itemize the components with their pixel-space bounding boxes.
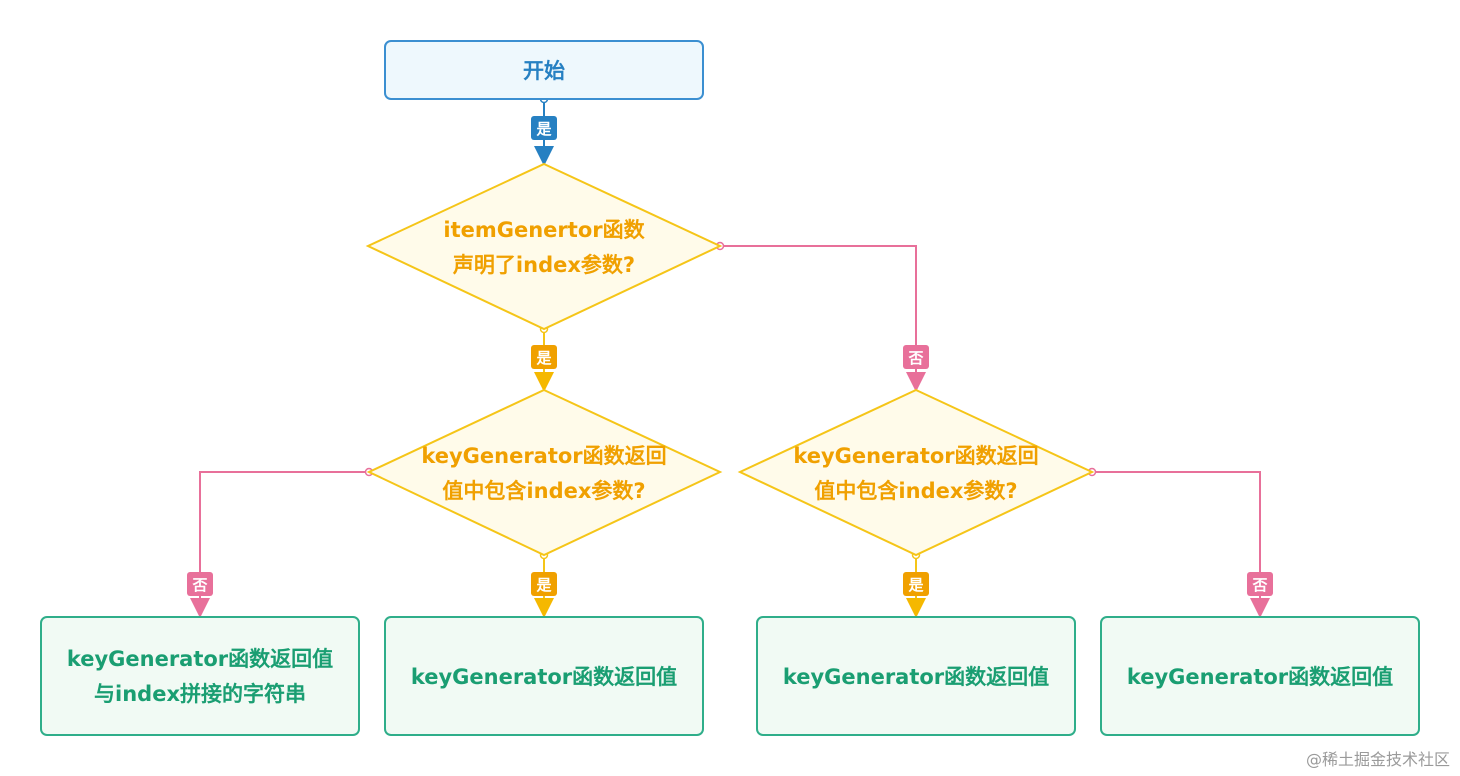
decision-node-1: itemGenertor函数 声明了index参数? (365, 162, 723, 331)
no-badge (187, 572, 213, 596)
result-node-4: keyGenerator函数返回值 (1100, 616, 1420, 736)
result-node-3: keyGenerator函数返回值 (756, 616, 1076, 736)
edge-decision2-to-result2: 是 (531, 550, 557, 618)
no-badge (903, 345, 929, 369)
result-node-2: keyGenerator函数返回值 (384, 616, 704, 736)
decision3-line2: 值中包含index参数? (814, 479, 1017, 503)
start-node: 开始 (384, 40, 704, 100)
decision1-line2: 声明了index参数? (452, 253, 635, 277)
result-node-1: keyGenerator函数返回值 与index拼接的字符串 (40, 616, 360, 736)
edge-start-to-decision1: 是 (531, 94, 557, 166)
decision1-line1: itemGenertor函数 (443, 218, 645, 242)
decision2-line1: keyGenerator函数返回 (421, 444, 666, 468)
edge-decision1-to-decision3: 否 (715, 241, 929, 392)
result4-label: keyGenerator函数返回值 (1127, 665, 1393, 689)
yes-label: 是 (535, 349, 552, 367)
yes-badge (531, 116, 557, 140)
start-label: 开始 (523, 59, 565, 83)
no-badge (1247, 572, 1273, 596)
yes-label: 是 (535, 120, 552, 138)
edge-decision3-to-result3: 是 (903, 550, 929, 618)
decision-node-2: keyGenerator函数返回 值中包含index参数? (366, 388, 723, 557)
yes-badge (903, 572, 929, 596)
result1-line2: 与index拼接的字符串 (94, 682, 306, 706)
yes-badge (531, 345, 557, 369)
result1-line1: keyGenerator函数返回值 (67, 647, 333, 671)
yes-badge (531, 572, 557, 596)
watermark: @稀土掘金技术社区 (1305, 750, 1450, 769)
yes-label: 是 (907, 576, 924, 594)
result3-label: keyGenerator函数返回值 (783, 665, 1049, 689)
decision-node-3: keyGenerator函数返回 值中包含index参数? (737, 388, 1095, 557)
decision3-line1: keyGenerator函数返回 (793, 444, 1038, 468)
edge-decision3-to-result4: 否 (1087, 467, 1273, 618)
edge-decision1-to-decision2: 是 (531, 324, 557, 392)
no-label: 否 (907, 349, 923, 367)
no-label: 否 (1251, 576, 1267, 594)
edge-decision2-to-result1: 否 (187, 467, 374, 618)
no-label: 否 (191, 576, 207, 594)
yes-label: 是 (535, 576, 552, 594)
result2-label: keyGenerator函数返回值 (411, 665, 677, 689)
decision2-line2: 值中包含index参数? (442, 479, 645, 503)
